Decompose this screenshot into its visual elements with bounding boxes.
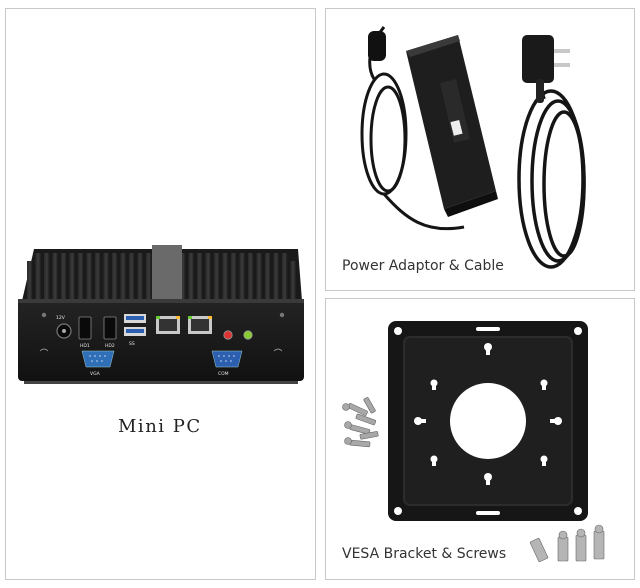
heatsink-fin: [137, 253, 144, 301]
heatsink-fin: [256, 253, 263, 301]
heatsink-fin: [265, 253, 271, 301]
heatsink-fin: [44, 253, 50, 301]
heatsink-fin: [103, 253, 110, 301]
mini-pc-caption: Mini PC: [118, 416, 202, 437]
heatsink-fin: [61, 253, 67, 301]
lan-port-2: [188, 316, 212, 334]
screw-icon: [279, 312, 285, 318]
usb-ports: SS: [124, 314, 146, 347]
heatsink-fin: [120, 253, 127, 301]
heatsink-fin: [52, 253, 59, 301]
heatsink-fin: [69, 253, 76, 301]
heatsink-fin: [188, 253, 195, 301]
heatsink-fin: [239, 253, 246, 301]
center-ridge: [152, 245, 182, 301]
usb-label: SS: [129, 341, 135, 347]
vesa-bracket-image: [342, 321, 605, 563]
heatsink-fin: [35, 253, 42, 301]
hdmi1-label: HD1: [80, 343, 90, 349]
heatsink-fin: [95, 253, 101, 301]
heatsink-fin: [290, 261, 297, 309]
vesa-caption: VESA Bracket & Screws: [342, 546, 507, 562]
heatsink-fin: [248, 253, 254, 301]
hdmi2-label: HD2: [105, 343, 115, 349]
heatsink-fin: [146, 253, 152, 301]
screws-left: [342, 397, 379, 448]
mic-jack: [223, 330, 233, 340]
heatsink-fin: [86, 253, 93, 301]
heatsink-fin: [205, 253, 212, 301]
mini-pc-image: 12V HD1 HD2 SS: [18, 245, 304, 384]
heatsink-fin: [222, 253, 229, 301]
screw-icon: [41, 312, 47, 318]
heatsink-fin: [282, 253, 288, 301]
vga-port: VGA: [81, 350, 115, 377]
ferrite-bead: [368, 31, 386, 61]
mini-pc-panel: 12V HD1 HD2 SS: [5, 8, 316, 580]
lan-port-1: [156, 316, 180, 334]
dc-label: 12V: [56, 315, 66, 321]
com-label: COM: [218, 371, 229, 377]
vesa-bracket-panel: VESA Bracket & Screws: [325, 298, 635, 580]
power-adaptor-panel: Power Adaptor & Cable: [325, 8, 635, 291]
heatsink-fin: [197, 253, 203, 301]
vesa-bracket-plate: [388, 321, 588, 521]
heatsink-fin: [27, 261, 33, 309]
hdmi-port-1: HD1: [78, 316, 92, 349]
audio-out-jack: [243, 330, 253, 340]
heatsink-fin: [78, 253, 84, 301]
device-front-panel: [18, 299, 304, 381]
heatsink-fin: [214, 253, 220, 301]
hdmi-port-2: HD2: [103, 316, 117, 349]
heatsink-fin: [180, 253, 186, 301]
power-adaptor-image: [360, 26, 586, 269]
dc-jack: 12V: [56, 315, 72, 339]
vga-label: VGA: [90, 371, 101, 377]
power-caption: Power Adaptor & Cable: [342, 258, 504, 274]
standoffs-right: [529, 524, 605, 563]
com-port: COM: [211, 350, 243, 377]
heatsink-fin: [112, 253, 118, 301]
wifi-icon: [273, 348, 283, 352]
wifi-icon: [39, 348, 49, 352]
power-adapter-brick: [406, 35, 498, 217]
heatsink-fin: [273, 253, 280, 301]
heatsink-fin: [231, 253, 237, 301]
ac-plug: [522, 35, 570, 103]
heatsink-fin: [129, 253, 135, 301]
